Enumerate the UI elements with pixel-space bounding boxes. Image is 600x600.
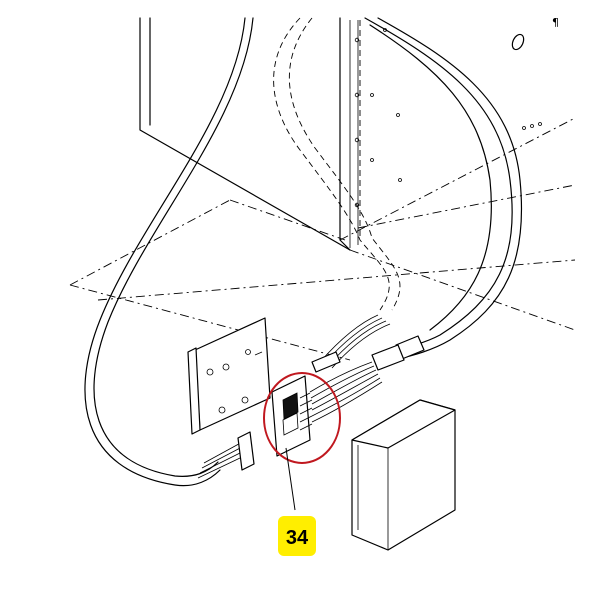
module-box	[351, 399, 456, 551]
pcb-wire-harness	[309, 361, 383, 423]
inline-connector	[371, 335, 425, 371]
callout-circle	[263, 372, 341, 464]
callout-label: 34	[286, 527, 309, 549]
callout-leader-line	[285, 447, 296, 511]
cabinet-panel	[139, 17, 359, 251]
right-cable-bundle	[364, 17, 523, 359]
corner-mark: ¶	[552, 16, 559, 29]
left-cable-loop	[84, 17, 254, 487]
pcb-board-34	[271, 375, 313, 457]
upper-harness	[311, 314, 391, 373]
mounting-bracket	[187, 317, 271, 435]
callout-highlight	[278, 516, 316, 556]
frame-outline	[69, 20, 576, 361]
frame-holes	[354, 28, 542, 208]
hidden-cable-route	[273, 17, 401, 311]
lower-left-connector	[197, 431, 255, 479]
